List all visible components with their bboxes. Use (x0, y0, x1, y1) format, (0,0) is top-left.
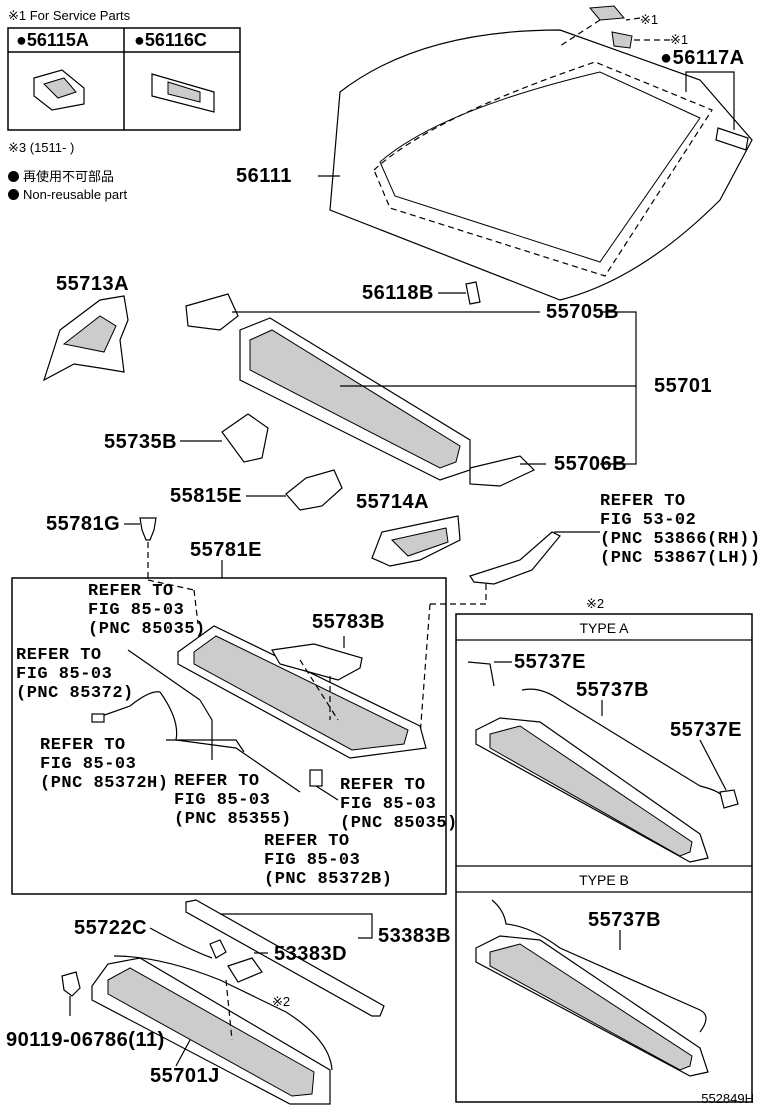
type-a-drawing (467, 661, 739, 863)
legend-english-text: Non-reusable part (23, 187, 128, 202)
type-b-drawing (475, 899, 709, 1077)
label-55815e[interactable]: 55815E (170, 485, 242, 507)
label-55706b[interactable]: 55706B (554, 453, 628, 475)
ref-line: FIG 85-03 (264, 851, 361, 870)
ref-line: FIG 85-03 (174, 791, 271, 810)
ref-line: (PNC 85355) (174, 810, 292, 829)
ref-line: FIG 53-02 (600, 511, 697, 530)
label-55722c[interactable]: 55722C (74, 917, 148, 939)
ref-line: (PNC 85035) (340, 814, 458, 833)
bracket-55735b-drawing (221, 413, 269, 463)
mark-1b: ※1 (670, 32, 689, 47)
ref-line: REFER TO (16, 646, 102, 665)
ref-fig-85-03-85355[interactable]: REFER TO FIG 85-03 (PNC 85355) (174, 772, 292, 829)
service-part-56115a: ●56115A (16, 30, 89, 50)
ref-line: REFER TO (88, 582, 174, 601)
ref-line: FIG 85-03 (88, 601, 185, 620)
ref-line: REFER TO (600, 492, 686, 511)
ref-line: REFER TO (40, 736, 126, 755)
cowl-55701j-drawing (91, 955, 333, 1105)
ref-line: REFER TO (340, 776, 426, 795)
label-55714a[interactable]: 55714A (356, 491, 430, 513)
mark-2b: ※2 (586, 596, 605, 611)
non-reusable-dot-icon (8, 171, 19, 182)
clip-56115a-drawing (33, 69, 85, 111)
drawing-number: 552849H (701, 1091, 754, 1106)
bracket-55815e-drawing (285, 469, 343, 511)
seal-53383b-drawing (185, 899, 385, 1017)
ref-fig-53-02[interactable]: REFER TO FIG 53-02 (PNC 53866(RH)) (PNC … (600, 492, 760, 568)
ref-fig-85-03-85372b[interactable]: REFER TO FIG 85-03 (PNC 85372B) (264, 832, 392, 889)
ref-line: (PNC 53866(RH)) (600, 530, 760, 549)
ref-line: REFER TO (264, 832, 350, 851)
ref-line: (PNC 85035) (88, 620, 206, 639)
ref-line: (PNC 53867(LH)) (600, 549, 760, 568)
label-55781e[interactable]: 55781E (190, 539, 262, 561)
label-55737b-type-a[interactable]: 55737B (576, 679, 650, 701)
legend-english: Non-reusable part (8, 187, 127, 202)
note-3: ※3 (1511- ) (8, 140, 75, 155)
label-55701[interactable]: 55701 (654, 375, 713, 397)
label-55705b[interactable]: 55705B (546, 301, 620, 323)
label-55737e-type-a-top[interactable]: 55737E (514, 651, 586, 673)
ref-line: (PNC 85372B) (264, 870, 393, 889)
bracket-53866-drawing (469, 531, 561, 585)
label-55737e-type-a-right[interactable]: 55737E (670, 719, 742, 741)
ref-line: FIG 85-03 (40, 755, 137, 774)
type-b-header: TYPE B (579, 872, 629, 888)
clip-56116c-drawing (151, 73, 215, 113)
windshield-glass-drawing (318, 5, 753, 305)
cowl-top-panel-drawing (177, 625, 427, 759)
legend-japanese-text: 再使用不可部品 (23, 169, 115, 184)
label-53383d[interactable]: 53383D (274, 943, 348, 965)
label-55781g[interactable]: 55781G (46, 513, 121, 535)
ref-fig-85-03-85372[interactable]: REFER TO FIG 85-03 (PNC 85372) (16, 646, 134, 703)
ref-fig-85-03-85372h[interactable]: REFER TO FIG 85-03 (PNC 85372H) (40, 736, 168, 793)
cowl-panel-drawing (185, 293, 637, 487)
mark-2a: ※2 (272, 994, 291, 1009)
label-56118b[interactable]: 56118B (362, 282, 434, 304)
ref-line: REFER TO (174, 772, 260, 791)
service-part-56116c: ●56116C (134, 30, 207, 50)
label-55701j[interactable]: 55701J (150, 1065, 220, 1087)
label-53383b[interactable]: 53383B (378, 925, 452, 947)
ref-fig-85-03-85035-b[interactable]: REFER TO FIG 85-03 (PNC 85035) (340, 776, 458, 833)
ref-fig-85-03-85035-a[interactable]: REFER TO FIG 85-03 (PNC 85035) (88, 582, 206, 639)
type-a-header: TYPE A (579, 620, 629, 636)
label-90119-06786[interactable]: 90119-06786(11) (6, 1029, 165, 1051)
mark-1a: ※1 (640, 12, 659, 27)
clip-55781g-drawing (139, 517, 157, 541)
service-parts-note: ※1 For Service Parts (8, 8, 131, 23)
label-56117a[interactable]: ●56117A (660, 47, 745, 69)
label-55713a[interactable]: 55713A (56, 273, 130, 295)
ref-line: (PNC 85372) (16, 684, 134, 703)
label-55737b-type-b[interactable]: 55737B (588, 909, 662, 931)
label-55735b[interactable]: 55735B (104, 431, 178, 453)
non-reusable-dot-icon (8, 189, 19, 200)
label-55783b[interactable]: 55783B (312, 611, 386, 633)
ref-line: (PNC 85372H) (40, 774, 169, 793)
label-56111[interactable]: 56111 (236, 165, 292, 187)
legend-japanese: 再使用不可部品 (8, 166, 114, 185)
ref-line: FIG 85-03 (16, 665, 113, 684)
ref-line: FIG 85-03 (340, 795, 437, 814)
